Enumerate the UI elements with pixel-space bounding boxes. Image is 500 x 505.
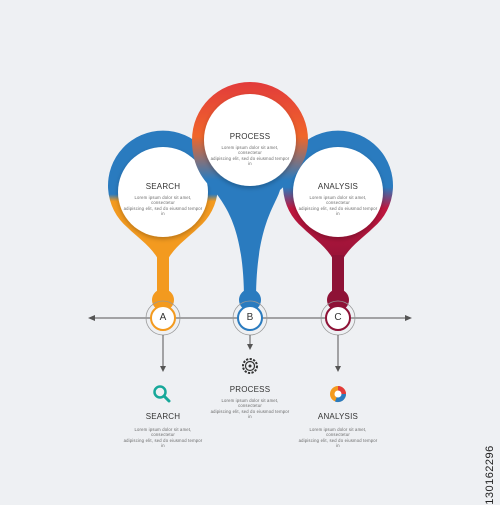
bottom-a-line1: Lorem ipsum dolor sit amet, consectetur (134, 427, 192, 438)
step-c-title: ANALYSIS (317, 182, 359, 191)
step-c-body: Lorem ipsum dolor sit amet, consectetur … (298, 195, 378, 217)
step-a-shape (108, 130, 218, 311)
timeline-node-b (232, 300, 268, 350)
bottom-c-line2: adipiscing elit, sed do eiusmod tempor i… (298, 437, 378, 449)
bottom-b-title: PROCESS (229, 385, 271, 394)
gear-icon (242, 358, 258, 374)
bottom-b-line2: adipiscing elit, sed do eiusmod tempor i… (210, 408, 290, 420)
bottom-a-title: SEARCH (145, 412, 181, 421)
bottom-b-body: Lorem ipsum dolor sit amet, consectetur … (210, 398, 290, 420)
step-a-title: SEARCH (145, 182, 181, 191)
stock-id-label: 130162296 (484, 445, 496, 505)
bottom-a-body: Lorem ipsum dolor sit amet, consectetur … (123, 427, 203, 449)
step-a-body-line2: adipiscing elit, sed do eiusmod tempor i… (123, 205, 203, 217)
bottom-c-title: ANALYSIS (317, 412, 359, 421)
pie-chart-icon (330, 386, 347, 403)
step-c-shape (283, 130, 393, 311)
node-letter-b: B (246, 312, 254, 323)
step-c-body-line1: Lorem ipsum dolor sit amet, consectetur (309, 195, 367, 206)
step-b-title: PROCESS (229, 132, 271, 141)
step-b-body-line2: adipiscing elit, sed do eiusmod tempor i… (210, 155, 290, 167)
timeline-node-a (145, 300, 181, 372)
node-letter-a: A (159, 312, 167, 323)
bottom-c-body: Lorem ipsum dolor sit amet, consectetur … (298, 427, 378, 449)
step-b-body: Lorem ipsum dolor sit amet, consectetur … (210, 145, 290, 167)
bottom-a-line2: adipiscing elit, sed do eiusmod tempor i… (123, 437, 203, 449)
step-b-body-line1: Lorem ipsum dolor sit amet, consectetur (221, 145, 279, 156)
step-a-body: Lorem ipsum dolor sit amet, consectetur … (123, 195, 203, 217)
step-a-body-line1: Lorem ipsum dolor sit amet, consectetur (134, 195, 192, 206)
timeline-node-c (320, 300, 356, 372)
node-letter-c: C (334, 312, 342, 323)
bottom-b-line1: Lorem ipsum dolor sit amet, consectetur (221, 398, 279, 409)
step-c-body-line2: adipiscing elit, sed do eiusmod tempor i… (298, 205, 378, 217)
step-b-shape (192, 82, 308, 311)
bottom-c-line1: Lorem ipsum dolor sit amet, consectetur (309, 427, 367, 438)
magnifier-icon (153, 385, 171, 403)
